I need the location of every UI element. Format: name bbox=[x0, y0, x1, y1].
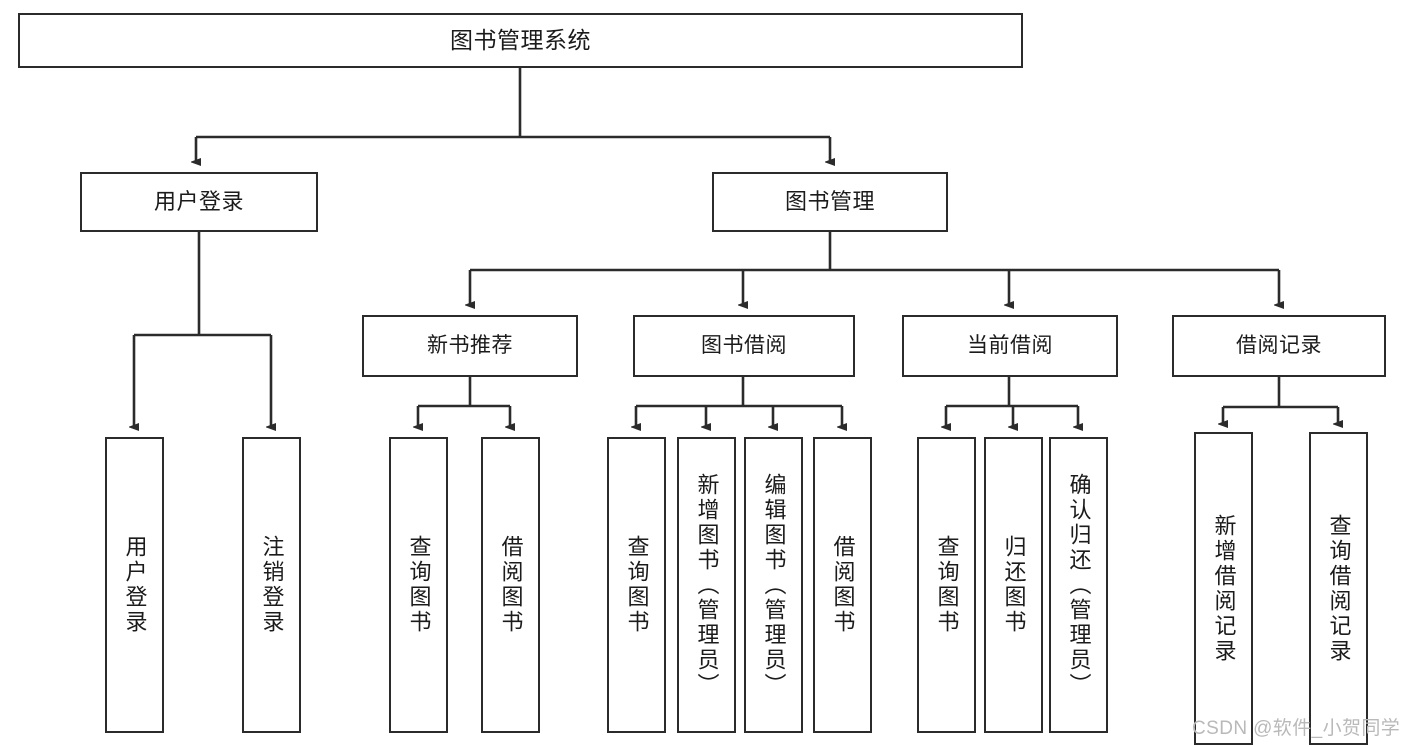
node-new-book-recommend[interactable]: 新书推荐 bbox=[362, 315, 578, 377]
leaf-book-borrow-borrow[interactable]: 借阅图书 bbox=[813, 437, 872, 733]
leaf-borrow-record-query-label: 查询借阅记录 bbox=[1326, 513, 1352, 664]
node-borrow-record-label: 借阅记录 bbox=[1236, 334, 1322, 358]
leaf-user-login-signin[interactable]: 用户登录 bbox=[105, 437, 164, 733]
leaf-current-borrow-return[interactable]: 归还图书 bbox=[984, 437, 1043, 733]
node-user-login-label: 用户登录 bbox=[153, 188, 244, 214]
leaf-user-login-signin-label: 用户登录 bbox=[122, 535, 148, 635]
node-book-management-label: 图书管理 bbox=[784, 188, 875, 214]
node-current-borrow[interactable]: 当前借阅 bbox=[902, 315, 1118, 377]
leaf-current-borrow-query-label: 查询图书 bbox=[934, 535, 960, 635]
leaf-current-borrow-return-label: 归还图书 bbox=[1001, 535, 1027, 635]
leaf-book-borrow-query[interactable]: 查询图书 bbox=[607, 437, 666, 733]
leaf-new-book-query[interactable]: 查询图书 bbox=[389, 437, 448, 733]
leaf-borrow-record-add[interactable]: 新增借阅记录 bbox=[1194, 432, 1253, 745]
node-borrow-record[interactable]: 借阅记录 bbox=[1172, 315, 1386, 377]
leaf-book-borrow-add-label: 新增图书（管理员） bbox=[694, 472, 720, 698]
node-new-book-recommend-label: 新书推荐 bbox=[427, 334, 513, 358]
leaf-current-borrow-query[interactable]: 查询图书 bbox=[917, 437, 976, 733]
leaf-book-borrow-edit[interactable]: 编辑图书（管理员） bbox=[744, 437, 803, 733]
node-root-label: 图书管理系统 bbox=[450, 26, 591, 53]
node-book-borrow-label: 图书借阅 bbox=[701, 334, 787, 358]
node-current-borrow-label: 当前借阅 bbox=[967, 334, 1053, 358]
leaf-new-book-borrow-label: 借阅图书 bbox=[498, 535, 524, 635]
leaf-borrow-record-query[interactable]: 查询借阅记录 bbox=[1309, 432, 1368, 745]
node-root[interactable]: 图书管理系统 bbox=[18, 13, 1023, 68]
node-user-login[interactable]: 用户登录 bbox=[80, 172, 318, 232]
leaf-new-book-query-label: 查询图书 bbox=[406, 535, 432, 635]
leaf-book-borrow-query-label: 查询图书 bbox=[624, 535, 650, 635]
leaf-borrow-record-add-label: 新增借阅记录 bbox=[1211, 513, 1237, 664]
csdn-watermark: CSDN @软件_小贺同学 bbox=[1192, 718, 1401, 739]
leaf-new-book-borrow[interactable]: 借阅图书 bbox=[481, 437, 540, 733]
leaf-book-borrow-edit-label: 编辑图书（管理员） bbox=[761, 472, 787, 698]
leaf-book-borrow-borrow-label: 借阅图书 bbox=[830, 535, 856, 635]
node-book-borrow[interactable]: 图书借阅 bbox=[633, 315, 855, 377]
leaf-user-login-signout[interactable]: 注销登录 bbox=[242, 437, 301, 733]
leaf-book-borrow-add[interactable]: 新增图书（管理员） bbox=[677, 437, 736, 733]
leaf-current-borrow-confirm-label: 确认归还（管理员） bbox=[1066, 472, 1092, 698]
leaf-user-login-signout-label: 注销登录 bbox=[259, 535, 285, 635]
leaf-current-borrow-confirm[interactable]: 确认归还（管理员） bbox=[1049, 437, 1108, 733]
node-book-management[interactable]: 图书管理 bbox=[712, 172, 948, 232]
